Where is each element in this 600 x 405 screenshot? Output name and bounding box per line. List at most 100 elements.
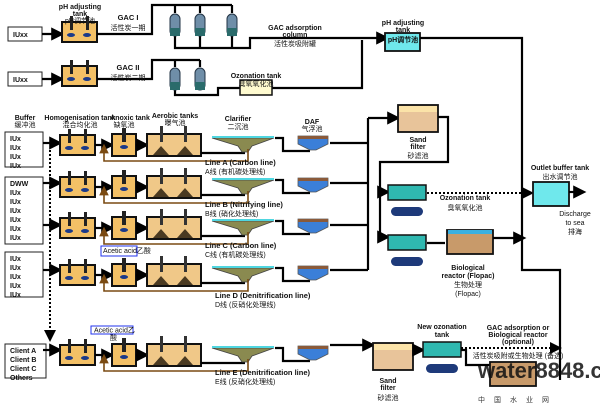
client-box (4, 343, 47, 379)
homog-header: Homogenisation tank (44, 115, 115, 122)
aerobic-tank (146, 335, 202, 367)
watermark-cn: 中国水业网 (478, 395, 558, 404)
line-label-cn: C线 (有机碳处理线) (205, 250, 266, 259)
bio-label: Biological (451, 265, 485, 272)
outlet-label-cn: 出水调节池 (543, 172, 578, 181)
clarifier (211, 177, 275, 195)
gac-column (169, 67, 181, 91)
sludge-return (99, 185, 249, 204)
clarifier (211, 218, 275, 236)
gac-opt-label-cn: 活性炭吸附或生物处理 (备选) (473, 351, 564, 360)
anoxic-header: Anoxic tank (110, 115, 150, 122)
homogenisation-tank (59, 128, 96, 156)
ozone-right-label: Ozonation tank (440, 195, 491, 202)
sludge-return (99, 273, 249, 292)
daf-header: DAF (305, 119, 320, 126)
treatment-line-c: Line C (Carbon line)C线 (有机碳处理线) (43, 208, 329, 259)
buffer-item: IUx (10, 283, 21, 290)
gac1-ph-label: pH adjusting (59, 4, 101, 11)
line-label-cn: A线 (有机碳处理线) (205, 167, 265, 176)
buffer-item: IUx (10, 235, 21, 242)
line-label-cn: E线 (反硝化处理线) (215, 377, 275, 386)
gac2-ph-tank (61, 59, 98, 87)
gac1-ph-label2: tank (73, 11, 88, 18)
acetic-acid-box-e (90, 325, 134, 335)
ozonation-tank-1 (387, 184, 427, 217)
buffer-header-cn: 缓冲池 (15, 120, 36, 129)
ozone-right-label-cn: 臭氧氧化池 (448, 203, 483, 212)
treatment-line-b: Line B (Nitrifying line)B线 (硝化处理线) (43, 167, 329, 218)
sludge-return (99, 226, 249, 245)
bio-label-cn: 生物处理 (454, 280, 482, 289)
clarifier-header-cn: 二沉池 (228, 122, 249, 131)
buffer-item: IUx (10, 163, 21, 170)
sludge-return (99, 143, 249, 162)
sand2-label2: filter (380, 385, 395, 392)
gac-column-label-cn: 活性炭吸附罐 (274, 39, 316, 48)
gac-column (169, 13, 181, 37)
treatment-line-e: Line E (Denitrification line)E线 (反硝化处理线) (43, 335, 329, 386)
homogenisation-tank (59, 258, 96, 286)
buffer-item: IUx (10, 226, 21, 233)
buffer-item: DWW (10, 181, 29, 188)
gac2-title: GAC II (117, 63, 140, 72)
discharge-label2: to sea (565, 220, 584, 227)
buffer-item: IUx (10, 217, 21, 224)
acetic-acid-e2: 酸 (110, 333, 117, 342)
buffer-item: IUx (10, 265, 21, 272)
aerobic-header: Aerobic tanks (152, 113, 198, 120)
buffer-box-1 (4, 131, 44, 168)
gac-column-label: GAC adsorption (268, 25, 322, 32)
outlet-buffer-tank (532, 181, 570, 207)
buffer-item: IUx (10, 256, 21, 263)
clarifier (211, 135, 275, 153)
gac-opt-label3: (optional) (502, 339, 534, 346)
bio-label-cn2: (Flopac) (455, 291, 481, 298)
treatment-line-d: Line D (Denitrification line)D线 (反硝化处理线) (43, 255, 329, 309)
bio-label2: reactor (Flopac) (442, 273, 495, 280)
line-label: Line D (Denitrification line) (215, 291, 311, 300)
buffer-item: Client C (10, 366, 36, 373)
buffer-box-2 (4, 176, 44, 245)
sand1-label2: filter (410, 144, 425, 151)
watermark-brand: water8848.com (477, 358, 600, 383)
sand2-label-cn: 砂滤池 (378, 393, 399, 402)
buffer-item: Client A (10, 348, 36, 355)
acetic-acid-d: Acetic acid乙酸 (103, 246, 151, 255)
gac2-input: IUxx (13, 77, 28, 84)
ph-tank-label: pH adjusting (382, 20, 424, 27)
sand1-label-cn: 砂滤池 (408, 151, 429, 160)
gac-opt-label: GAC adsorption or (487, 325, 550, 332)
homogenisation-tank (59, 170, 96, 198)
acetic-acid-box-d (100, 245, 138, 257)
gac2-title-cn: 活性炭二期 (111, 73, 146, 82)
gac-column (226, 13, 238, 37)
buffer-item: IUx (10, 274, 21, 281)
clarifier-header: Clarifier (225, 116, 252, 123)
aerobic-header-cn: 曝气池 (165, 118, 186, 127)
gac-opt-label2: Biological reactor (488, 332, 547, 339)
discharge-label: Discharge (559, 211, 591, 218)
aerobic-tank (146, 208, 202, 240)
gac2-ozone-label: Ozonation tank (231, 73, 282, 80)
daf-unit (297, 345, 329, 361)
gac1-title: GAC I (118, 13, 139, 22)
sand2-label: Sand (379, 378, 396, 385)
gac-column (194, 13, 206, 37)
buffer-item: IUx (10, 190, 21, 197)
line-label: Line C (Carbon line) (205, 241, 277, 250)
anoxic-tank (111, 257, 137, 287)
anoxic-tank (111, 169, 137, 199)
gac2-ozone-label-cn: 臭氧氧化池 (239, 79, 274, 88)
buffer-item: Others (10, 375, 33, 382)
clarifier (211, 265, 275, 283)
discharge-label-cn: 排海 (568, 227, 582, 236)
sand1-label: Sand (409, 137, 426, 144)
line-label-cn: D线 (反硝化处理线) (215, 300, 276, 309)
